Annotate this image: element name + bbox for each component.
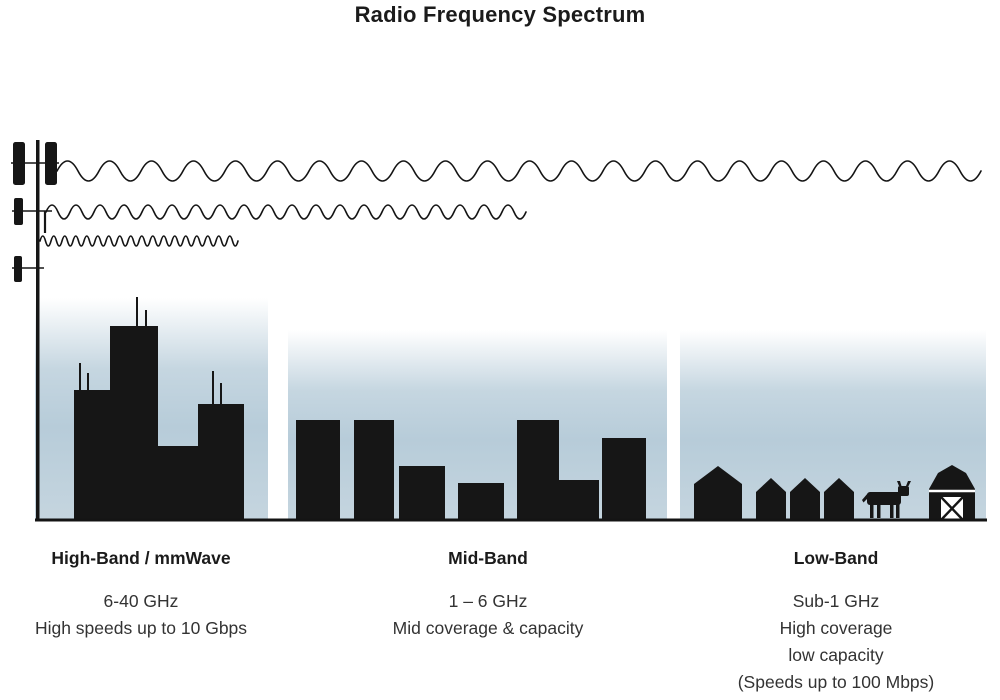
low-band-description-3: (Speeds up to 100 Mbps) xyxy=(737,672,935,692)
short-wavelength-wave xyxy=(39,235,239,247)
mid-band-description: Mid coverage & capacity xyxy=(392,618,584,638)
high-band-description: High speeds up to 10 Gbps xyxy=(34,618,248,638)
rural-houses-icon xyxy=(694,466,854,520)
high-band-heading: High-Band / mmWave xyxy=(51,548,231,568)
high-band-frequency: 6-40 GHz xyxy=(103,591,179,611)
cell-tower-icon xyxy=(11,140,59,520)
low-band-description-1: High coverage xyxy=(779,618,893,638)
long-wavelength-wave xyxy=(56,160,982,182)
barn-icon xyxy=(929,465,975,521)
high-band-label: High-Band / mmWave 6-40 GHz High speeds … xyxy=(0,548,282,642)
low-band-label: Low-Band Sub-1 GHz High coverage low cap… xyxy=(686,548,986,696)
low-band-frequency: Sub-1 GHz xyxy=(792,591,880,611)
medium-wavelength-wave xyxy=(45,204,527,220)
mid-band-frequency: 1 – 6 GHz xyxy=(448,591,528,611)
low-band-description-2: low capacity xyxy=(788,645,884,665)
skyscraper-skyline-icon xyxy=(74,297,244,520)
cow-icon xyxy=(862,481,911,518)
mid-band-label: Mid-Band 1 – 6 GHz Mid coverage & capaci… xyxy=(338,548,638,642)
low-band-heading: Low-Band xyxy=(793,548,879,568)
mid-band-heading: Mid-Band xyxy=(448,548,528,568)
diagram-title: Radio Frequency Spectrum xyxy=(354,2,646,27)
midrise-buildings-icon xyxy=(296,420,646,520)
